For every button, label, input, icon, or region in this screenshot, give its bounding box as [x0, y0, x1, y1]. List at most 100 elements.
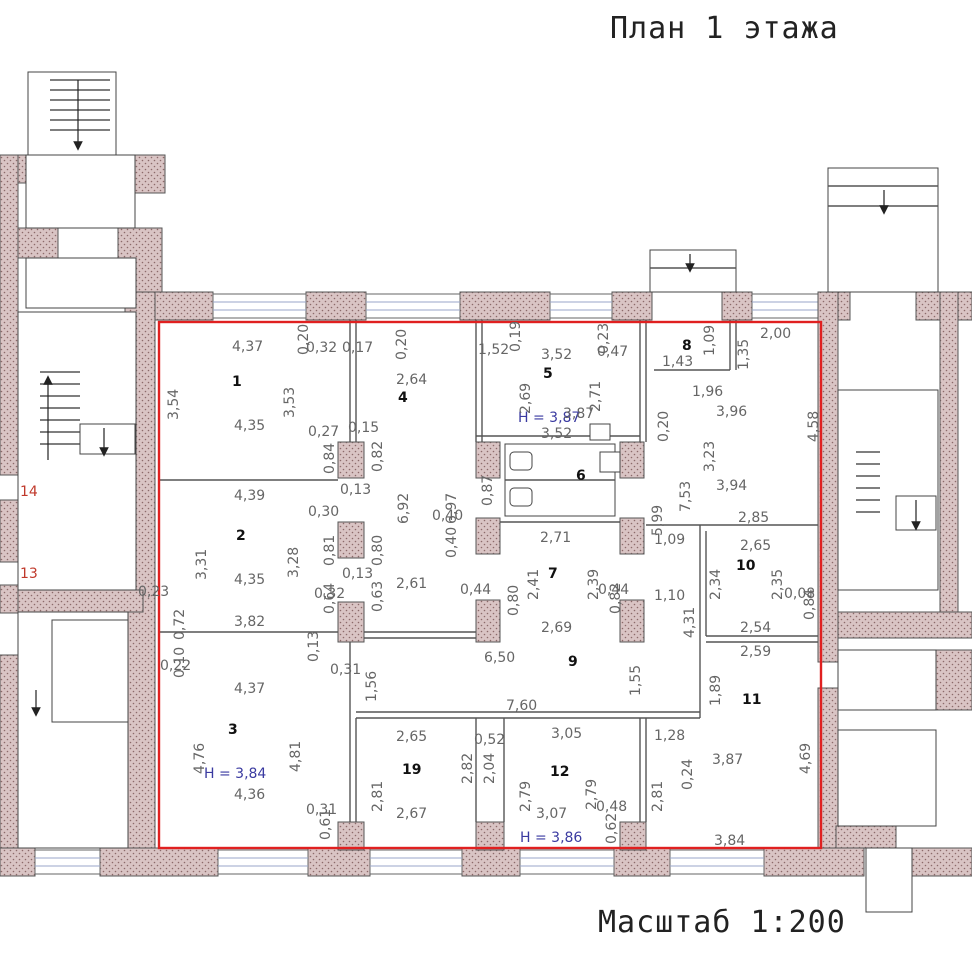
lease-boundary — [157, 320, 823, 850]
dimension-label: 0,22 — [160, 658, 191, 674]
dimension-label: 0,13 — [342, 566, 373, 582]
dimension-label: 0,27 — [308, 424, 339, 440]
dimension-label: 0,80 — [506, 585, 522, 616]
room-number: 11 — [742, 692, 761, 708]
interior-piers — [337, 441, 647, 851]
room-number: 19 — [402, 762, 421, 778]
dimension-label: 3,87 — [563, 406, 594, 422]
dimension-label: 1,09 — [702, 325, 718, 356]
dimension-label: 1,28 — [654, 728, 685, 744]
dimension-label: 3,52 — [541, 347, 572, 363]
dimension-label: 2,81 — [650, 781, 666, 812]
dimension-label: 4,76 — [192, 743, 208, 774]
dimension-label: 7,60 — [506, 698, 537, 714]
dimension-label: 3,87 — [712, 752, 743, 768]
room-number: 9 — [568, 654, 578, 670]
room-number: 4 — [398, 390, 408, 406]
dimension-label: 3,52 — [541, 426, 572, 442]
dimension-label: 0,40 — [432, 508, 463, 524]
dimension-label: 4,35 — [234, 418, 265, 434]
dimension-label: 2,82 — [460, 753, 476, 784]
dimension-label: 2,65 — [740, 538, 771, 554]
dimension-label: 0,31 — [306, 802, 337, 818]
dimension-label: 3,31 — [194, 549, 210, 580]
dimension-label: 0,62 — [604, 813, 620, 844]
dimension-label: 1,09 — [654, 532, 685, 548]
dimension-label: 0,52 — [474, 732, 505, 748]
dimension-label: 0,48 — [596, 799, 627, 815]
dimension-label: 0,15 — [348, 420, 379, 436]
room-number: 3 — [228, 722, 238, 738]
dimension-label: 0,47 — [597, 344, 628, 360]
dimension-label: 2,79 — [584, 779, 600, 810]
dimension-label: 3,23 — [702, 441, 718, 472]
dimension-label: 3,96 — [716, 404, 747, 420]
dimension-label: 1,56 — [364, 671, 380, 702]
dimension-label: 2,00 — [760, 326, 791, 342]
dimension-label: 0,61 — [318, 809, 334, 840]
room-number: 8 — [682, 338, 692, 354]
dimension-label: 2,81 — [370, 781, 386, 812]
dimension-label: 4,39 — [234, 488, 265, 504]
dimension-label: 3,82 — [234, 614, 265, 630]
dimension-label: 0,84 — [322, 443, 338, 474]
dimension-label: 0,13 — [340, 482, 371, 498]
height-label: H = 3,86 — [520, 830, 582, 846]
dimension-label: 0,82 — [370, 441, 386, 472]
room-number: 1 — [232, 374, 242, 390]
dimension-label: 1,43 — [662, 354, 693, 370]
dimension-label: 2,04 — [482, 753, 498, 784]
dimension-label: 0,82 — [608, 583, 624, 614]
room-number: 7 — [548, 566, 558, 582]
dimension-label: 2,85 — [738, 510, 769, 526]
height-label: H = 3,87 — [518, 410, 580, 426]
height-label: H = 3,84 — [204, 766, 266, 782]
dimension-label: 0,72 — [172, 609, 188, 640]
dimension-label: 2,69 — [518, 383, 534, 414]
dimension-label: 6,97 — [444, 493, 460, 524]
dimension-label: 4,81 — [288, 741, 304, 772]
dimension-label: 3,53 — [282, 387, 298, 418]
dimension-label: 0,20 — [656, 411, 672, 442]
plan-title: План 1 этажа — [610, 11, 839, 46]
dimension-label: 3,84 — [714, 833, 745, 849]
dimension-label: 1,55 — [628, 665, 644, 696]
dimension-label: 4,69 — [798, 743, 814, 774]
dimension-label: 0,40 — [444, 527, 460, 558]
stairs — [17, 71, 939, 913]
side-number: 13 — [20, 566, 38, 582]
dimension-label: 0,44 — [598, 582, 629, 598]
side-number: 14 — [20, 484, 38, 500]
dimension-label: 0,63 — [370, 581, 386, 612]
dimension-label: 0,30 — [308, 504, 339, 520]
dimension-label: 0,44 — [460, 582, 491, 598]
dimension-label: 2,39 — [586, 569, 602, 600]
dimension-label: 1,96 — [692, 384, 723, 400]
dimension-label: 4,37 — [232, 339, 263, 355]
dimension-label: 0,08 — [784, 586, 815, 602]
dimension-label: 2,79 — [518, 781, 534, 812]
dimension-label: 2,69 — [541, 620, 572, 636]
dimension-label: 2,64 — [396, 372, 427, 388]
dimension-label: 4,36 — [234, 787, 265, 803]
dimension-label: 6,50 — [484, 650, 515, 666]
dimension-label: 0,64 — [322, 583, 338, 614]
dimension-label: 3,05 — [551, 726, 582, 742]
dimension-label: 2,65 — [396, 729, 427, 745]
dimension-label: 2,59 — [740, 644, 771, 660]
dimension-label: 0,10 — [172, 647, 188, 678]
dimension-label: 1,10 — [654, 588, 685, 604]
dimension-label: 0,24 — [680, 759, 696, 790]
dimension-label: 0,32 — [306, 340, 337, 356]
dimension-label: 0,13 — [306, 631, 322, 662]
dimension-label: 1,52 — [478, 342, 509, 358]
scale-label: Масштаб 1:200 — [598, 905, 846, 940]
room-number: 2 — [236, 528, 246, 544]
dimension-label: 2,71 — [540, 530, 571, 546]
partitions — [160, 320, 818, 822]
dimension-label: 2,54 — [740, 620, 771, 636]
dimension-label: 2,71 — [588, 381, 604, 412]
room-number: 12 — [550, 764, 569, 780]
dimension-label: 3,94 — [716, 478, 747, 494]
